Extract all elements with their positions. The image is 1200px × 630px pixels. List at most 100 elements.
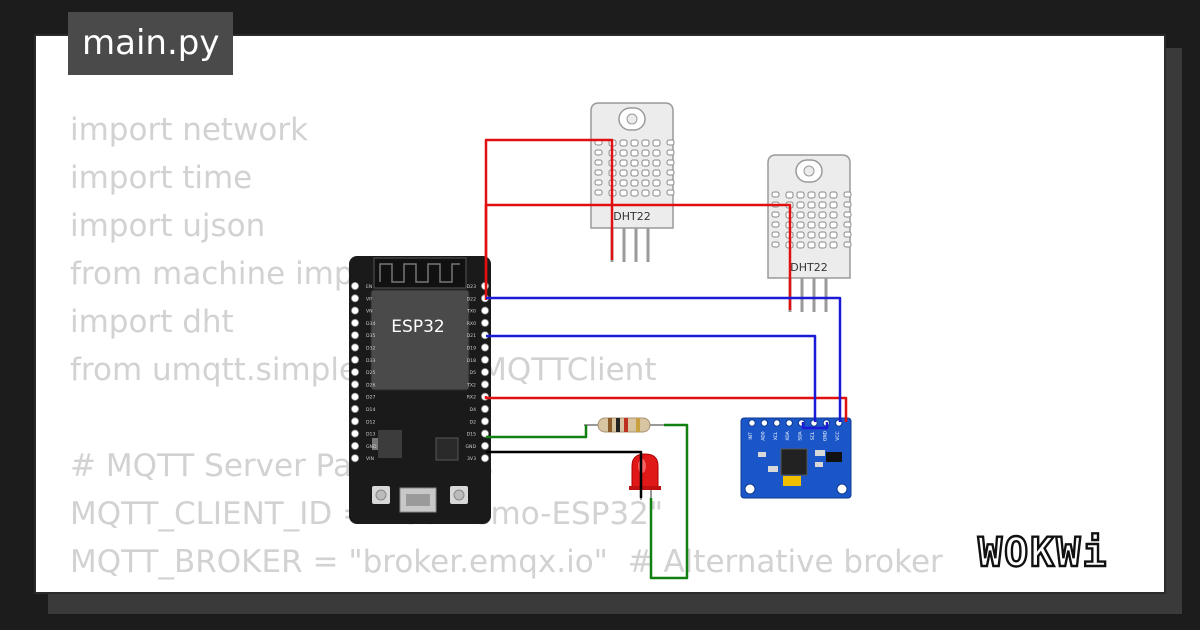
esp32-pin-label: D34 [366, 321, 375, 327]
esp32-pin[interactable] [480, 417, 489, 426]
vent-hole [666, 169, 675, 176]
esp32-pin[interactable] [480, 380, 489, 389]
wire-led-signal[interactable] [486, 425, 588, 439]
vent-hole [796, 191, 805, 199]
esp32-pin[interactable] [480, 306, 489, 315]
esp32-pin[interactable] [350, 355, 359, 364]
imu-pin[interactable] [785, 419, 793, 427]
vent-hole [594, 159, 603, 166]
esp32-pin[interactable] [350, 429, 359, 438]
vent-hole [666, 189, 675, 196]
esp32-pin[interactable] [480, 454, 489, 463]
esp32-pin-label: VN [366, 309, 373, 315]
vent-hole [771, 221, 780, 228]
esp32-pin[interactable] [480, 355, 489, 364]
esp32-pin-label: D27 [366, 395, 375, 401]
vent-hole [843, 221, 852, 228]
vent-hole [630, 139, 639, 147]
vent-hole [594, 169, 603, 176]
esp32-pin[interactable] [350, 281, 359, 290]
esp32-pin[interactable] [350, 441, 359, 450]
vent-hole [619, 179, 628, 187]
imu-pin-label: VCC [835, 431, 841, 440]
esp32-pin[interactable] [480, 343, 489, 352]
vent-hole [652, 149, 661, 157]
vent-hole [843, 201, 852, 208]
wire-scl[interactable] [486, 334, 817, 422]
imu-pin[interactable] [748, 419, 756, 427]
logo-text: WOKWi [978, 530, 1108, 576]
file-tab[interactable]: main.py [68, 12, 234, 75]
dht22-label: DHT22 [790, 261, 827, 274]
vent-hole [796, 241, 805, 249]
imu-pin-label: XDA [785, 431, 791, 440]
esp32-pin-label: VP [366, 296, 372, 302]
esp32-pin-label: RX2 [467, 395, 476, 401]
esp32-pin-label: D25 [366, 370, 375, 376]
wire-imu-gnd[interactable] [801, 422, 829, 430]
imu-pin[interactable] [760, 419, 769, 427]
vent-hole [818, 231, 827, 239]
esp32-pin[interactable] [480, 404, 489, 413]
imu-pin-label: INT [748, 432, 754, 440]
vent-hole [807, 231, 816, 239]
code-line: import dht [70, 304, 234, 340]
wire-power-imu[interactable] [484, 396, 848, 422]
wire-led-return[interactable] [649, 423, 689, 580]
vent-hole [641, 139, 650, 147]
vent-hole [796, 201, 805, 209]
vent-hole [829, 241, 838, 249]
esp32-pin[interactable] [350, 404, 359, 413]
esp32-pin[interactable] [480, 368, 489, 377]
esp32-pin[interactable] [350, 380, 359, 389]
vent-hole [785, 191, 794, 199]
esp32-pin[interactable] [350, 392, 359, 401]
vent-hole [652, 179, 661, 187]
esp32-label: ESP32 [391, 317, 444, 337]
code-line: MQTT_BROKER = "broker.emqx.io" # Alterna… [70, 544, 943, 580]
vent-hole [666, 139, 675, 146]
vent-hole [652, 189, 661, 197]
wire-power-dht2[interactable] [484, 203, 792, 310]
esp32-pin[interactable] [350, 294, 359, 303]
esp32-pin[interactable] [350, 343, 359, 352]
esp32-pin[interactable] [350, 306, 359, 315]
esp32-pin-label: GND [465, 444, 476, 450]
esp32-pin-label: D26 [366, 382, 375, 388]
vent-hole [771, 191, 780, 198]
vent-hole [818, 241, 827, 249]
resistor[interactable] [584, 417, 664, 433]
esp32-pin[interactable] [480, 318, 489, 327]
vent-hole [630, 159, 639, 167]
esp32-pin[interactable] [480, 441, 489, 450]
imu-pin-label: SDA [798, 431, 804, 440]
esp32-pin[interactable] [350, 368, 359, 377]
dht22-sensor-2[interactable]: DHT22 [767, 154, 852, 312]
vent-hole [843, 241, 852, 248]
esp32-pin[interactable] [350, 417, 359, 426]
wokwi-logo: WOKWi [977, 529, 1108, 577]
red-led[interactable] [629, 453, 661, 500]
esp32-pin[interactable] [480, 429, 489, 438]
esp32-pin-label: D21 [467, 333, 476, 339]
vent-hole [652, 139, 661, 147]
vent-hole [829, 221, 838, 229]
esp32-pin[interactable] [350, 318, 359, 327]
vent-hole [807, 211, 816, 219]
esp32-pin[interactable] [350, 454, 359, 463]
esp32-pin-label: EN [366, 284, 372, 290]
vent-hole [807, 221, 816, 229]
dht22-sensor-1[interactable]: DHT22 [590, 102, 675, 262]
esp32-pin-label: D32 [366, 346, 375, 352]
vent-hole [630, 149, 639, 157]
esp32-pin-label: 3V3 [467, 456, 476, 462]
esp32-pin[interactable] [350, 331, 359, 340]
vent-hole [818, 191, 827, 199]
wire-sda[interactable] [486, 296, 842, 422]
imu-pin[interactable] [773, 419, 781, 427]
wire-ground[interactable] [486, 450, 643, 498]
code-line: import ujson [70, 208, 266, 244]
